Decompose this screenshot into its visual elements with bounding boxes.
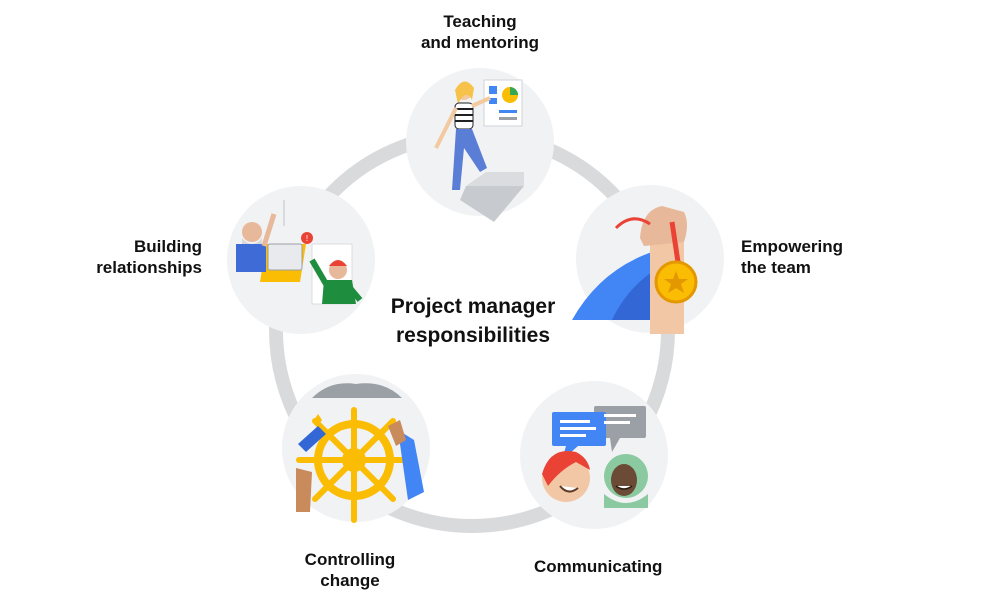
diagram-center-title: Project manager responsibilities bbox=[363, 292, 583, 350]
node-teaching bbox=[406, 68, 554, 222]
label-communicating-line-1: Communicating bbox=[534, 557, 663, 576]
teacher-presenting-chart-icon bbox=[434, 79, 524, 222]
label-teaching-line-1: Teaching bbox=[443, 12, 517, 31]
label-empowering-line-2: the team bbox=[741, 258, 811, 277]
label-communicating: Communicating bbox=[534, 556, 662, 577]
label-empowering-line-1: Empowering bbox=[741, 237, 844, 256]
center-title-line-1: Project manager bbox=[390, 295, 556, 318]
node-communicating bbox=[520, 381, 668, 529]
ship-wheel-icon bbox=[296, 383, 424, 523]
raised-fist-medal-icon bbox=[572, 206, 698, 334]
svg-text:!: ! bbox=[306, 234, 308, 243]
label-building-line-2: relationships bbox=[96, 258, 202, 277]
node-controlling bbox=[282, 374, 430, 523]
label-empowering: Empowering the team bbox=[741, 236, 843, 278]
label-building-line-1: Building bbox=[134, 237, 202, 256]
center-title-line-2: responsibilities bbox=[395, 324, 551, 347]
two-people-waving-icon: ! bbox=[236, 200, 363, 305]
label-teaching-line-2: and mentoring bbox=[420, 33, 540, 52]
node-empowering bbox=[572, 185, 724, 334]
label-building: Building relationships bbox=[62, 236, 202, 278]
label-teaching: Teaching and mentoring bbox=[420, 11, 540, 53]
node-building: ! bbox=[227, 186, 375, 334]
label-controlling-line-1: Controlling bbox=[304, 550, 396, 569]
label-controlling: Controlling change bbox=[294, 549, 406, 591]
label-controlling-line-2: change bbox=[320, 571, 380, 590]
two-people-speech-bubbles-icon bbox=[542, 406, 648, 508]
